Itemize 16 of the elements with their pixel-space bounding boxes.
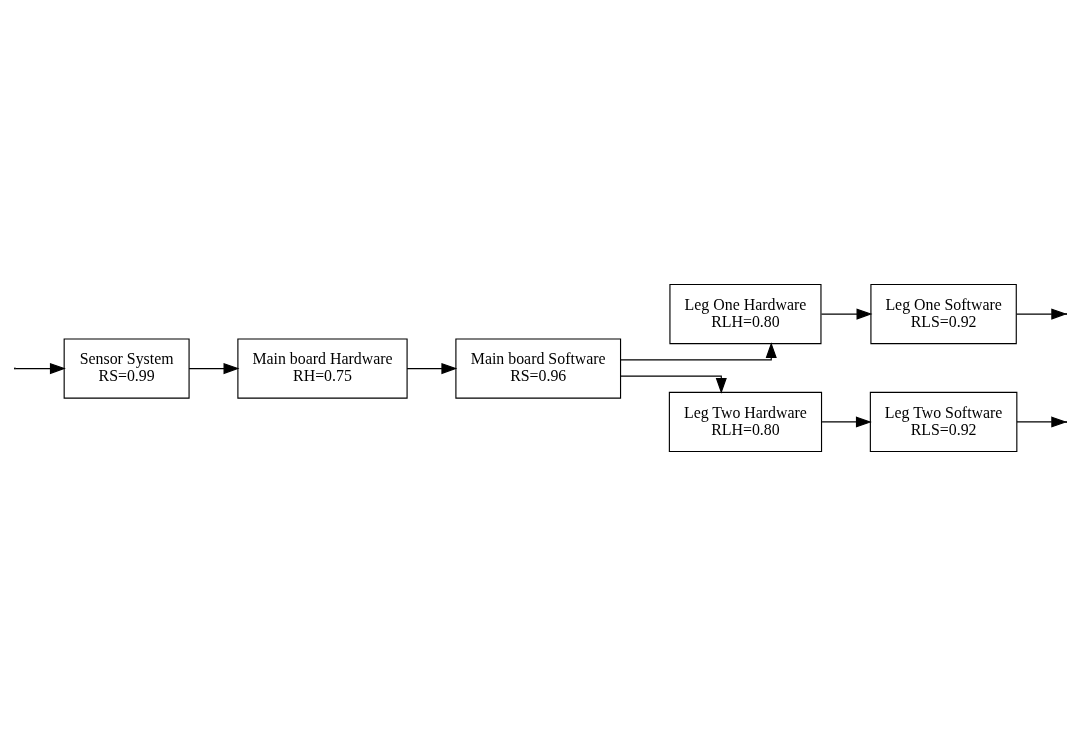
arrow — [1016, 308, 1068, 320]
node-box: Leg One Hardware RLH=0.80 — [669, 283, 822, 345]
node-box: Main board Software RS=0.96 — [455, 338, 622, 399]
arrow — [406, 363, 458, 375]
node-box: Main board Hardware RH=0.75 — [237, 338, 408, 399]
arrow — [1016, 416, 1068, 428]
node-box: Leg One Software RLS=0.92 — [870, 283, 1017, 345]
arrow — [821, 416, 872, 428]
arrow — [620, 375, 727, 394]
arrow — [620, 342, 777, 361]
arrow — [188, 363, 240, 375]
node-box: Sensor System RS=0.99 — [63, 338, 190, 399]
node-box: Leg Two Software RLS=0.92 — [869, 391, 1018, 453]
arrow — [15, 363, 66, 375]
node-box: Leg Two Hardware RLH=0.80 — [668, 391, 823, 453]
arrow — [820, 308, 873, 320]
